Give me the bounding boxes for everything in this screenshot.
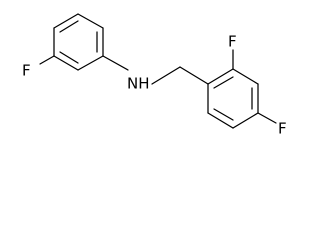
bond	[232, 68, 259, 85]
amine-label: NH	[127, 75, 150, 93]
bond	[53, 55, 79, 71]
double-bond	[213, 108, 234, 121]
fluorine-ortho-label: F	[228, 33, 237, 51]
bond-methylene-to-ring	[179, 66, 209, 85]
bond	[207, 68, 234, 85]
bond-to-amine	[102, 55, 129, 71]
double-bond	[213, 76, 234, 89]
bond-to-fluorine-left	[39, 55, 55, 65]
bond	[77, 13, 104, 29]
bond-amine-to-methylene	[151, 66, 181, 85]
fluorine-para-label: F	[278, 120, 287, 138]
left-benzene-ring	[53, 13, 104, 71]
right-benzene-ring	[207, 68, 259, 129]
bond-to-fluorine-para	[257, 112, 277, 124]
bond	[53, 13, 79, 29]
molecule-structure: F NH F F	[22, 13, 287, 138]
fluorine-left-label: F	[22, 62, 31, 80]
double-bond	[59, 20, 79, 33]
double-bond	[59, 51, 79, 64]
bond	[207, 112, 234, 129]
bond	[77, 55, 104, 71]
bond	[232, 112, 259, 129]
